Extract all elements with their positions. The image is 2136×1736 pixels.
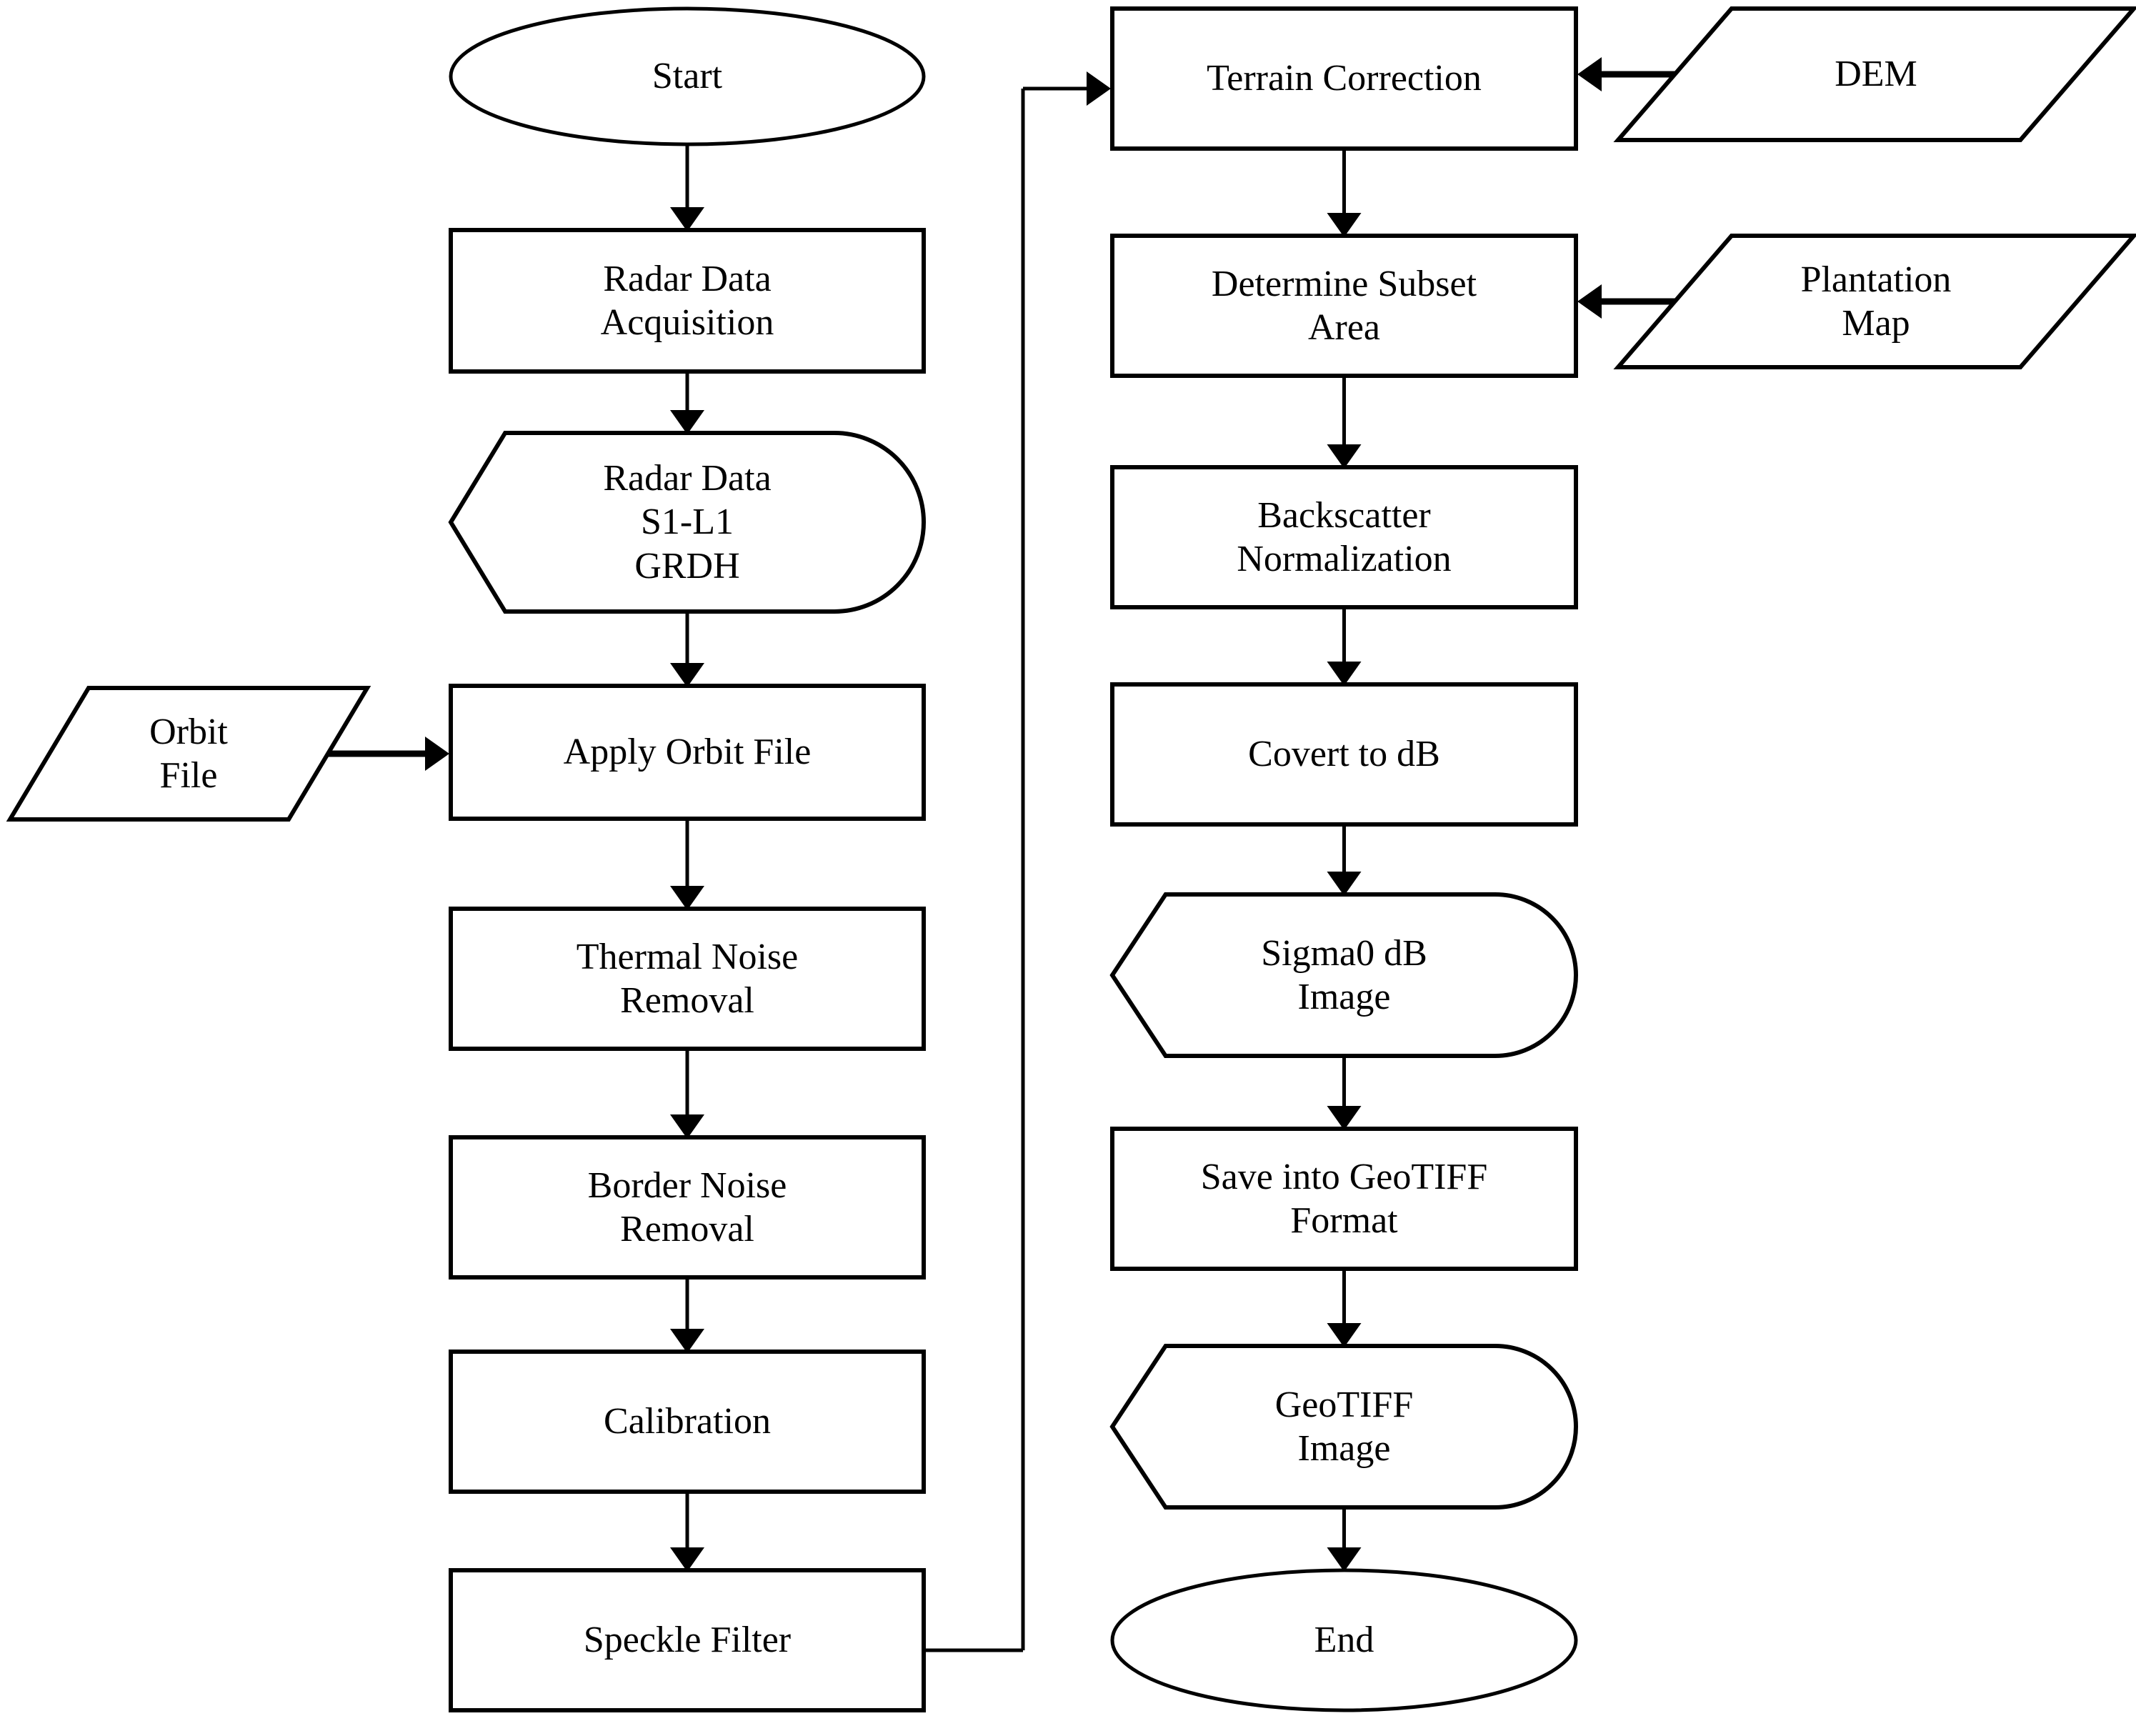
node-radar-data-acquisition-hit[interactable] <box>451 230 924 371</box>
edge-e-plantationmap-to-subset <box>1577 284 1675 319</box>
edge-e-save-to-geotiff <box>1327 1269 1362 1347</box>
node-start-hit[interactable] <box>451 9 924 144</box>
node-border-noise-removal-hit[interactable] <box>451 1137 924 1277</box>
edge-e-calibration-to-speckle <box>670 1492 704 1572</box>
edge-e-radardata-to-orbit <box>670 612 704 687</box>
node-geotiff-image <box>1109 1344 1578 1510</box>
node-speckle-filter-hit[interactable] <box>451 1570 924 1710</box>
node-sigma0-db-image-hit[interactable] <box>1112 894 1576 1056</box>
node-save-into-geotiff-format <box>1110 1127 1578 1271</box>
node-radar-data-s1-l1-grdh <box>448 431 926 614</box>
node-terrain-correction <box>1110 6 1578 151</box>
node-backscatter-normalization-hit[interactable] <box>1112 467 1576 607</box>
node-terrain-correction-hit[interactable] <box>1112 9 1576 149</box>
node-border-noise-removal <box>449 1135 926 1279</box>
node-end-hit[interactable] <box>1112 1570 1576 1710</box>
node-radar-data-s1-l1-grdh-hit[interactable] <box>451 433 924 612</box>
edge-e-orbitfile-to-applyorbit <box>328 737 449 771</box>
edge-e-speckle-to-terrain <box>924 71 1111 1652</box>
node-dem <box>1613 6 2136 142</box>
edge-e-acquisition-to-radardata <box>670 371 704 434</box>
edge-e-terrain-to-subset <box>1327 149 1362 237</box>
node-dem-hit[interactable] <box>1618 9 2134 140</box>
node-geotiff-image-hit[interactable] <box>1112 1346 1576 1507</box>
edge-e-subset-to-backscatter <box>1327 376 1362 469</box>
edge-e-db-to-sigma0 <box>1327 824 1362 896</box>
edge-e-backscatter-to-db <box>1327 607 1362 686</box>
edge-e-start-to-acquisition <box>670 144 704 231</box>
node-orbit-file <box>6 686 371 822</box>
node-calibration-hit[interactable] <box>451 1352 924 1492</box>
node-plantation-map <box>1613 234 2136 369</box>
edge-e-sigma0-to-save <box>1327 1056 1362 1130</box>
edge-e-thermal-to-border <box>670 1049 704 1139</box>
node-save-into-geotiff-format-hit[interactable] <box>1112 1129 1576 1269</box>
node-calibration <box>449 1350 926 1494</box>
node-speckle-filter <box>449 1568 926 1712</box>
node-thermal-noise-removal-hit[interactable] <box>451 909 924 1049</box>
node-thermal-noise-removal <box>449 907 926 1051</box>
node-sigma0-db-image <box>1109 892 1578 1058</box>
node-covert-to-db-hit[interactable] <box>1112 684 1576 824</box>
node-orbit-file-hit[interactable] <box>10 688 367 819</box>
node-covert-to-db <box>1110 682 1578 827</box>
node-radar-data-acquisition <box>449 228 926 374</box>
edge-e-dem-to-terrain <box>1577 57 1675 91</box>
edge-e-applyorbit-to-thermal <box>670 819 704 910</box>
edge-e-geotiff-to-end <box>1327 1507 1362 1572</box>
node-plantation-map-hit[interactable] <box>1618 236 2134 367</box>
node-determine-subset-area-hit[interactable] <box>1112 236 1576 376</box>
edge-e-border-to-calibration <box>670 1277 704 1353</box>
node-apply-orbit-file-hit[interactable] <box>451 686 924 819</box>
